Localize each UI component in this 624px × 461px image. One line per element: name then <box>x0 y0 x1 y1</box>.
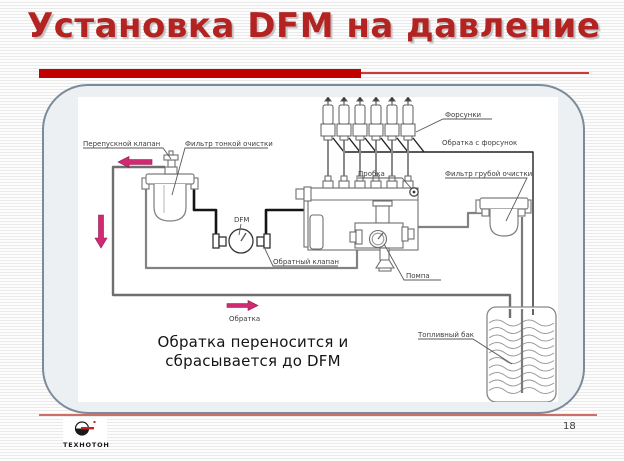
page-title: Установка DFM на давление <box>27 6 601 46</box>
technoton-logo-text: ТЕХНОТОН <box>63 441 110 449</box>
caption-line-2: сбрасывается до DFM <box>165 352 341 370</box>
title-underline-thin-line <box>361 72 589 74</box>
leader-fuel-tank <box>418 338 513 365</box>
leader-fine-filter <box>171 147 268 196</box>
label-leaders <box>83 118 528 365</box>
dfm-flow-meter <box>212 228 271 254</box>
leader-plug <box>358 177 412 189</box>
leader-dfm <box>238 223 242 236</box>
pipe-fine-filter-to-dfm <box>192 189 218 235</box>
technoton-logo: ТЕХНОТОН <box>63 419 110 449</box>
pump-inlet-port <box>295 186 312 202</box>
injector <box>320 97 336 141</box>
injectors-group <box>320 97 416 141</box>
label-dfm: DFM <box>234 216 249 224</box>
diagram-caption: Обратка переносится и сбрасывается до DF… <box>88 333 418 371</box>
diagram-canvas: Перепускной клапан Фильтр тонкой очистки… <box>78 97 558 402</box>
label-injectors: Форсунки <box>445 111 481 119</box>
footer-divider <box>39 414 597 416</box>
fuel-system-diagram: Перепускной клапан Фильтр тонкой очистки… <box>83 97 557 402</box>
flow-arrow-left <box>117 156 153 168</box>
pipe-dfm-to-pump <box>264 200 312 235</box>
leader-injectors <box>415 118 492 133</box>
label-bypass-valve: Перепускной клапан <box>83 140 160 148</box>
leader-pump <box>383 243 441 281</box>
injector <box>384 97 400 141</box>
injector <box>368 97 384 141</box>
high-pressure-pipes <box>327 140 409 181</box>
flow-arrows <box>94 156 259 311</box>
label-check-valve: Обратный клапан <box>273 258 339 266</box>
label-fine-filter: Фильтр тонкой очистки <box>185 140 273 148</box>
flow-arrow-down <box>94 214 108 249</box>
leader-check-valve <box>264 248 338 267</box>
injector <box>336 97 352 141</box>
fine-filter <box>141 173 199 222</box>
label-pump: Помпа <box>406 272 430 280</box>
injector <box>352 97 368 141</box>
label-coarse-filter: Фильтр грубой очистки <box>445 170 532 178</box>
label-return-flow: Обратка <box>229 315 260 323</box>
return-pipe-bypass-to-tank <box>111 165 512 318</box>
label-fuel-tank: Топливный бак <box>417 331 474 339</box>
plug-fitting <box>409 187 419 197</box>
fuel-tank <box>486 306 557 402</box>
caption-line-1: Обратка переносится и <box>157 333 349 351</box>
pipe-liftpump-to-coarse-filter <box>412 211 485 229</box>
page-number: 18 <box>563 421 576 432</box>
technoton-logo-icon <box>74 421 96 436</box>
lift-pump <box>349 200 415 272</box>
leader-coarse-filter <box>445 177 528 222</box>
title-underline-bar <box>39 69 361 78</box>
bypass-valve <box>163 150 179 175</box>
flow-arrow-right <box>226 300 259 311</box>
label-return-from-injectors: Обратка с форсунок <box>442 139 517 147</box>
label-plug: Пробка <box>358 170 385 178</box>
injector <box>400 97 416 141</box>
leader-bypass-valve <box>83 147 172 160</box>
pipe-liftpump-to-fine-filter <box>144 189 359 270</box>
